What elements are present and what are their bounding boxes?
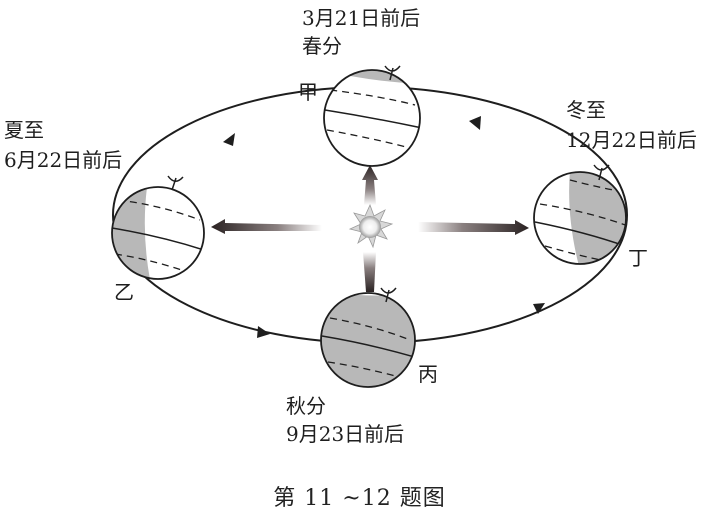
rotation-axis-icon bbox=[593, 164, 610, 181]
figure-caption: 第 11 ~12 题图 bbox=[273, 486, 446, 511]
label-yi-date: 6月22日前后 bbox=[4, 148, 123, 172]
orbit-arrow-icon bbox=[257, 326, 270, 338]
ray-arrow-left-icon bbox=[211, 219, 322, 234]
sun-icon bbox=[348, 203, 394, 249]
ray-arrow-down-icon bbox=[363, 252, 376, 292]
orbit-arrow-icon bbox=[469, 116, 481, 130]
ray-arrow-right-icon bbox=[418, 220, 529, 235]
label-ding-date: 12月22日前后 bbox=[566, 128, 697, 152]
earth-yi bbox=[112, 187, 204, 279]
marker-bing: 丙 bbox=[418, 362, 438, 386]
label-yi-term: 夏至 bbox=[4, 118, 44, 142]
label-bing-date: 9月23日前后 bbox=[286, 422, 405, 446]
marker-yi: 乙 bbox=[114, 280, 134, 304]
label-jia-term: 春分 bbox=[302, 34, 342, 58]
label-jia-date: 3月21日前后 bbox=[302, 6, 421, 30]
label-bing-term: 秋分 bbox=[286, 394, 326, 418]
ray-arrow-up-icon bbox=[362, 165, 378, 205]
marker-jia: 甲 bbox=[298, 80, 318, 104]
label-ding-term: 冬至 bbox=[566, 98, 606, 122]
marker-ding: 丁 bbox=[628, 246, 648, 270]
rotation-axis-icon bbox=[167, 175, 184, 191]
orbit-arrow-icon bbox=[223, 133, 235, 146]
earth-ding bbox=[534, 172, 626, 264]
rotation-axis-icon bbox=[380, 287, 397, 303]
orbit-arrow-icon bbox=[533, 303, 545, 314]
rotation-axis-icon bbox=[384, 65, 401, 81]
